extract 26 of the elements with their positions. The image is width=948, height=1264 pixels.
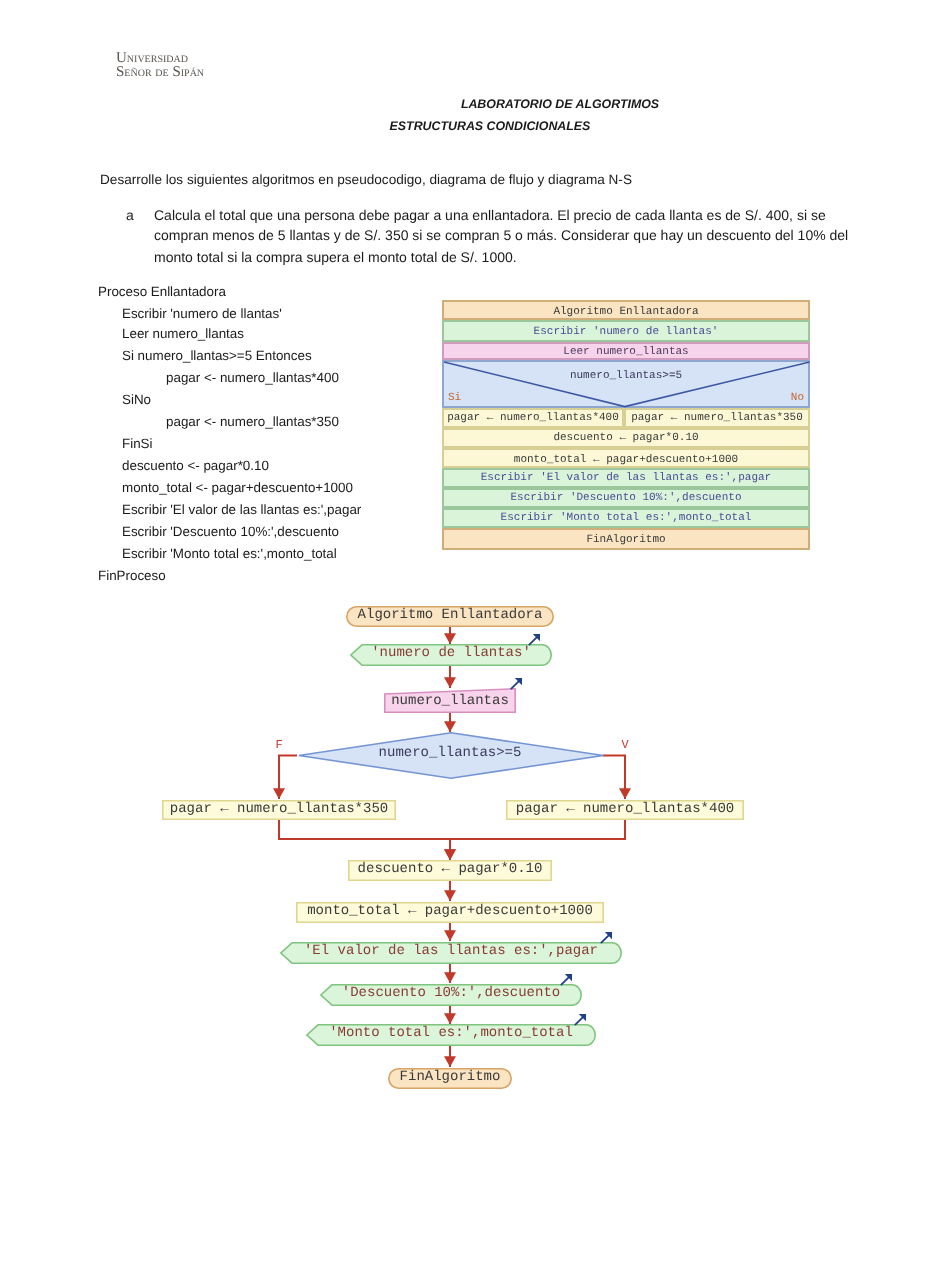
flow-arrow [444,962,456,984]
flow-arrow [444,880,456,902]
decision-diamond [297,732,603,779]
flow-arrow [602,754,631,800]
assignment-block [442,447,810,468]
flow-arrow [444,1004,456,1025]
assignment-block [442,427,810,447]
flow-arrow [273,754,298,800]
flow-arrow [444,921,456,942]
assignment-block [624,407,810,427]
start-block [442,299,810,320]
output-shape [349,644,551,666]
flow-arrow [444,712,456,733]
terminal-shape [388,1067,512,1088]
output-block [442,488,810,508]
output-block [442,508,810,528]
output-shape [305,1024,595,1046]
flow-arrow [444,625,456,645]
flow-arrow [444,818,626,861]
output-shape [319,983,581,1005]
input-shape [384,688,516,713]
flow-arrow [444,665,456,689]
flow-arrow [444,1045,456,1068]
output-block [442,320,810,341]
end-block [442,528,810,549]
output-block [442,468,810,488]
